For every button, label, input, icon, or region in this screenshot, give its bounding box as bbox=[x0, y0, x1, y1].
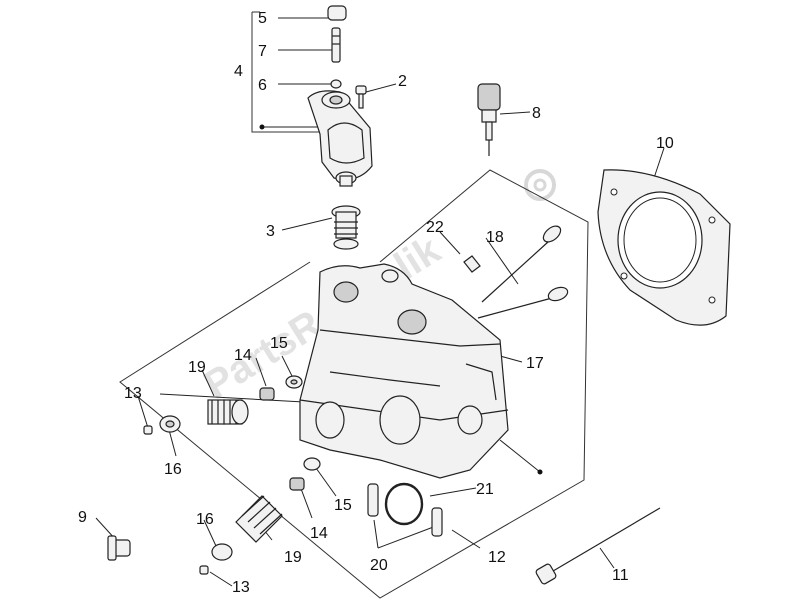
valve-seal-lower-part bbox=[289, 477, 305, 491]
bleed-screw-part bbox=[331, 27, 341, 63]
screw-part bbox=[355, 85, 367, 109]
callout-18: 18 bbox=[486, 229, 504, 246]
callout-20: 20 bbox=[370, 557, 388, 574]
dowel-pin-part bbox=[367, 483, 443, 537]
callout-9: 9 bbox=[78, 509, 87, 526]
callout-16: 16 bbox=[196, 511, 214, 528]
callout-12: 12 bbox=[488, 549, 506, 566]
callout-16: 16 bbox=[164, 461, 182, 478]
marker-dot bbox=[259, 124, 265, 130]
spring-seat-lower-part bbox=[303, 457, 321, 471]
head-gasket-part bbox=[597, 169, 731, 326]
callout-10: 10 bbox=[656, 135, 674, 152]
callout-3: 3 bbox=[266, 223, 275, 240]
cylinder-head-part bbox=[299, 263, 509, 479]
callout-15: 15 bbox=[334, 497, 352, 514]
callout-15: 15 bbox=[270, 335, 288, 352]
callout-6: 6 bbox=[258, 77, 267, 94]
callout-5: 5 bbox=[258, 10, 267, 27]
temperature-sensor-part bbox=[477, 83, 501, 156]
cap-part bbox=[327, 5, 347, 21]
valve-spring-lower-part bbox=[235, 495, 283, 543]
thermostat-part bbox=[331, 205, 361, 250]
callout-2: 2 bbox=[398, 73, 407, 90]
callout-13: 13 bbox=[232, 579, 250, 596]
callout-14: 14 bbox=[234, 347, 252, 364]
valve-spring-upper-part bbox=[207, 399, 249, 425]
valve-seal-upper-part bbox=[259, 387, 275, 401]
callout-19: 19 bbox=[284, 549, 302, 566]
thermostat-housing-part bbox=[307, 90, 373, 187]
intake-valve-part bbox=[481, 225, 562, 303]
callout-7: 7 bbox=[258, 43, 267, 60]
gear-icon bbox=[524, 169, 556, 201]
callout-14: 14 bbox=[310, 525, 328, 542]
callout-22: 22 bbox=[426, 219, 444, 236]
plug-part bbox=[107, 535, 131, 561]
spring-retainer-upper-part bbox=[159, 415, 181, 433]
callout-19: 19 bbox=[188, 359, 206, 376]
callout-8: 8 bbox=[532, 105, 541, 122]
callout-11: 11 bbox=[612, 567, 629, 584]
callout-17: 17 bbox=[526, 355, 544, 372]
washer-part bbox=[330, 79, 342, 89]
long-bolt-part bbox=[535, 507, 661, 585]
valve-cotter-upper-part bbox=[143, 425, 153, 435]
exhaust-valve-part bbox=[477, 286, 569, 319]
assembly-frame bbox=[119, 11, 589, 599]
callout-13: 13 bbox=[124, 385, 142, 402]
spring-retainer-lower-part bbox=[211, 543, 233, 561]
valve-cotter-lower-part bbox=[199, 565, 209, 575]
spring-seat-upper-part bbox=[285, 375, 303, 389]
callout-21: 21 bbox=[476, 481, 494, 498]
stud-part bbox=[463, 255, 481, 273]
callout-4: 4 bbox=[234, 63, 243, 80]
callout-labels: 5 7 4 6 2 8 10 3 22 18 17 19 14 15 13 16… bbox=[78, 10, 674, 596]
o-ring-part bbox=[384, 482, 424, 526]
marker-dot bbox=[537, 469, 543, 475]
